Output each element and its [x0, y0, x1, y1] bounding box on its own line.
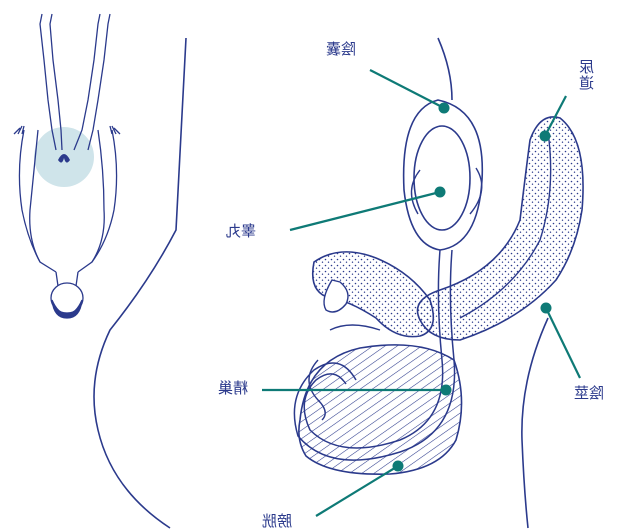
locator-figure — [14, 14, 120, 318]
locator-neck — [56, 272, 78, 286]
locator-left-hand — [14, 126, 24, 134]
leader-dot-penis — [541, 303, 552, 314]
testis-shape — [414, 126, 470, 230]
locator-right-leg-inner — [74, 14, 100, 150]
locator-right-hand — [110, 126, 120, 134]
label-scrotum: 陰囊 — [326, 42, 356, 57]
label-bladder: 膀胱 — [262, 514, 292, 529]
label-epididymis: 精巢 — [218, 381, 248, 396]
leader-dot-testis — [435, 187, 446, 198]
locator-hair — [52, 300, 82, 318]
label-urethra: 尿道 — [578, 60, 594, 92]
leader-scrotum — [370, 70, 444, 108]
leader-dot-scrotum — [439, 103, 450, 114]
leader-dot-epididymis — [441, 385, 452, 396]
body-outline — [94, 38, 186, 528]
label-testis: 睾丸 — [226, 224, 256, 239]
label-penis: 陰莖 — [574, 386, 604, 401]
leader-penis — [546, 308, 580, 378]
leader-dot-bladder — [393, 461, 404, 472]
leader-dot-urethra — [540, 131, 551, 142]
